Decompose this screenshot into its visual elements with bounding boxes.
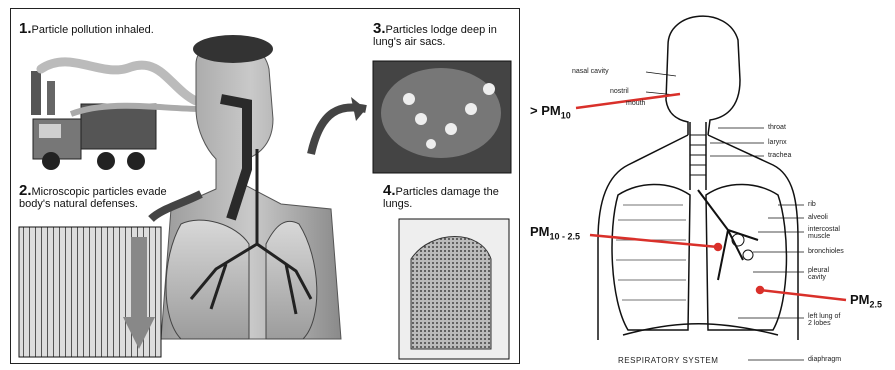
step-3-text: Particles lodge deep in lung's air sacs. [373, 24, 497, 48]
step-4-number: 4. [383, 182, 396, 199]
step-2-caption: 2.Microscopic particles evade body's nat… [19, 185, 169, 210]
step-1-caption: 1.Particle pollution inhaled. [19, 23, 154, 36]
pm2-5-label: PM2.5 [850, 292, 882, 310]
truck [33, 104, 201, 170]
step-4-caption: 4.Particles damage the lungs. [383, 185, 513, 210]
label-nasal-cavity: nasal cavity [572, 68, 609, 75]
pm-pointer-lines [576, 94, 846, 300]
respiratory-system-diagram: nasal cavity nostril mouth throat larynx… [528, 0, 895, 370]
step-1-text: Particle pollution inhaled. [32, 24, 154, 36]
pm10-2-5-label: PM10 - 2.5 [530, 224, 580, 242]
step-3-number: 3. [373, 20, 386, 37]
pm10-label: > PM10 [530, 103, 571, 121]
step-2-text: Microscopic particles evade body's natur… [19, 186, 167, 210]
particle-pollution-illustration: 1.Particle pollution inhaled. 2.Microsco… [10, 8, 520, 364]
pm10-2-5-label-subscript: 10 - 2.5 [550, 232, 581, 242]
diagram-caption: RESPIRATORY SYSTEM [618, 356, 718, 365]
pm10-label-subscript: 10 [561, 111, 571, 121]
label-left-lung: left lung of 2 lobes [808, 313, 840, 327]
label-trachea: trachea [768, 152, 791, 159]
label-mouth: mouth [626, 100, 645, 107]
label-pleural-cavity: pleural cavity [808, 267, 829, 281]
pm2-5-label-main: PM [850, 292, 870, 307]
label-larynx: larynx [768, 139, 787, 146]
label-bronchioles: bronchioles [808, 248, 844, 255]
alveoli-inset [373, 61, 511, 173]
step-4-text: Particles damage the lungs. [383, 186, 499, 210]
label-intercostal-muscle: intercostal muscle [808, 226, 840, 240]
label-rib: rib [808, 201, 816, 208]
damaged-lung-inset [399, 219, 509, 359]
pm2-5-label-subscript: 2.5 [870, 300, 883, 310]
label-diaphragm: diaphragm [808, 356, 841, 363]
label-alveoli: alveoli [808, 214, 828, 221]
pm10-label-main: > PM [530, 103, 561, 118]
step-3-caption: 3.Particles lodge deep in lung's air sac… [373, 23, 513, 48]
step-1-number: 1. [19, 20, 32, 37]
label-throat: throat [768, 124, 786, 131]
step-2-number: 2. [19, 182, 32, 199]
cilia-inset [19, 227, 161, 357]
pm10-2-5-label-main: PM [530, 224, 550, 239]
label-nostril: nostril [610, 88, 629, 95]
